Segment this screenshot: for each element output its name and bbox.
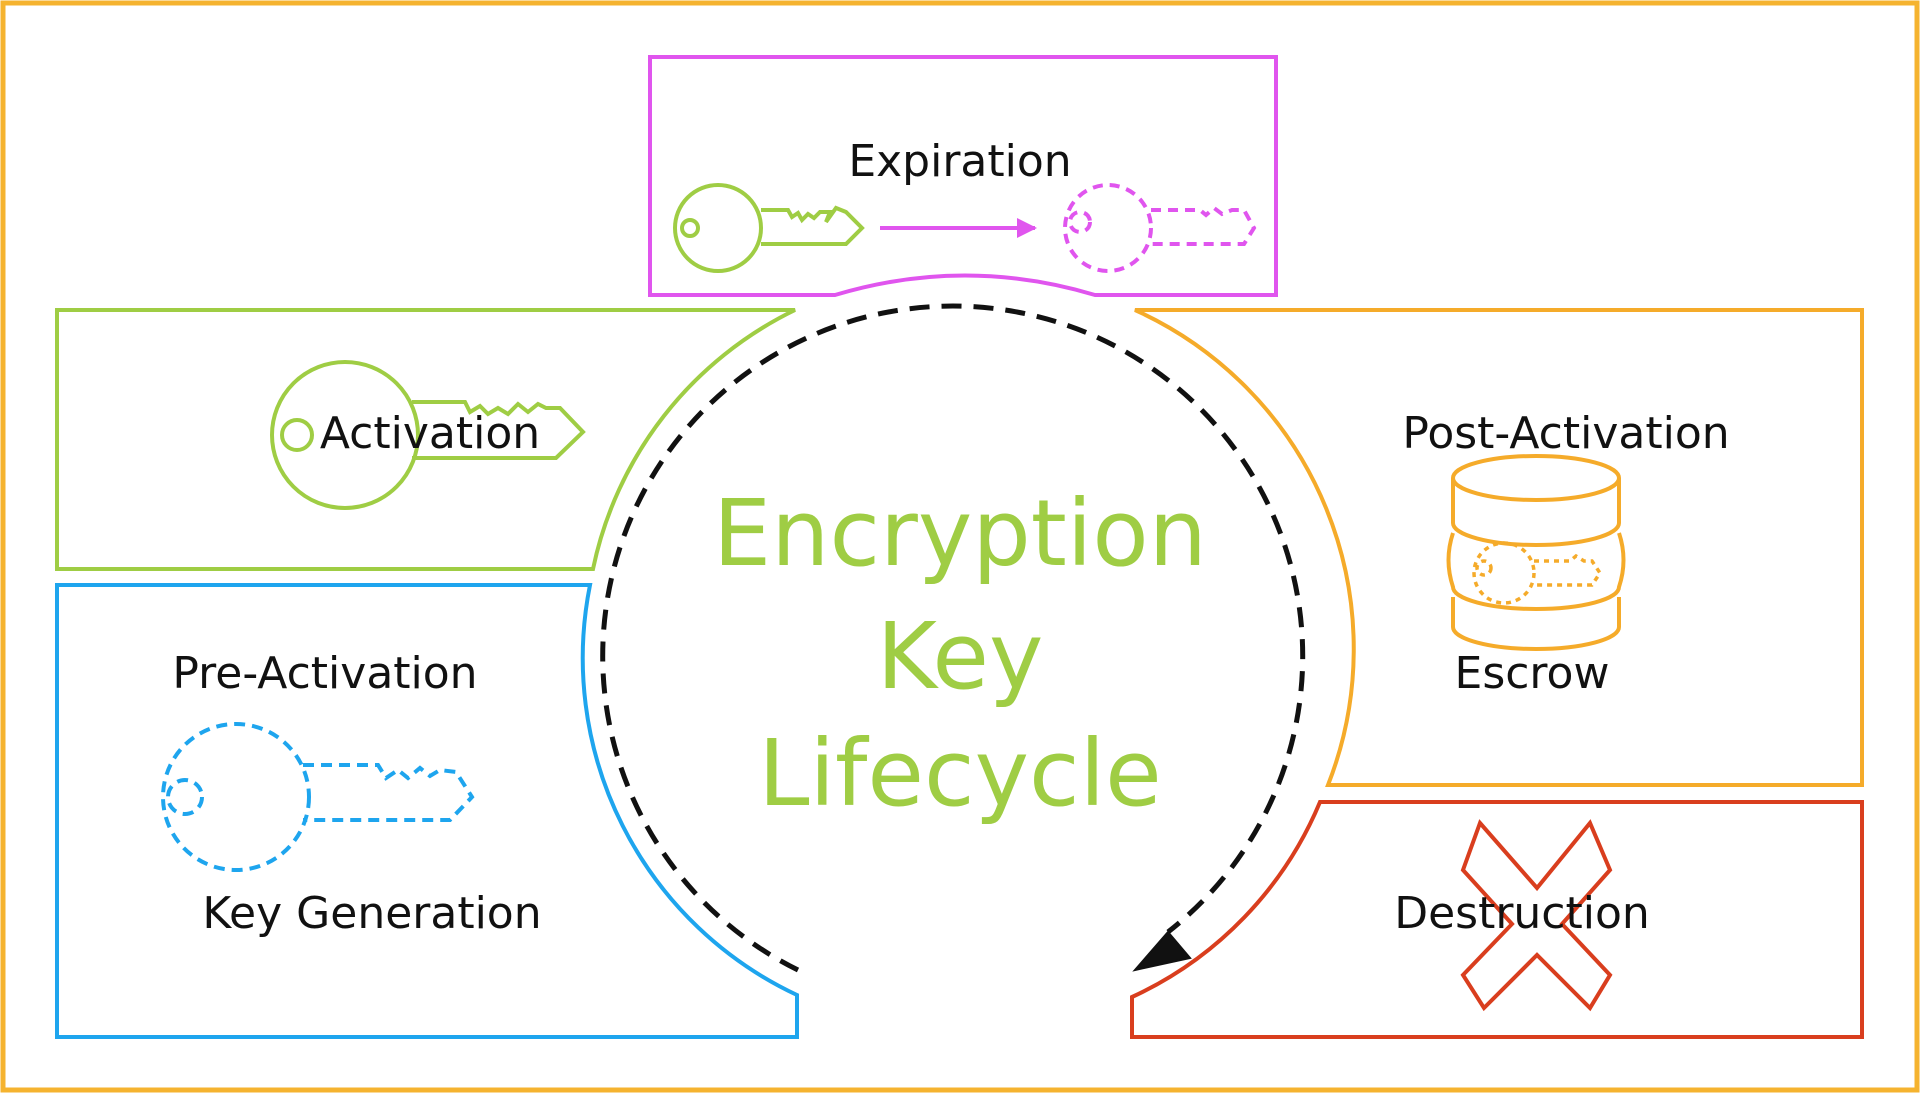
title-line-2: Key [877,603,1044,710]
key-generation-label: Key Generation [202,888,541,939]
dashed-key-icon [161,722,475,872]
activation-label: Activation [320,408,540,459]
database-key-icon [1446,454,1626,651]
escrow-key-icon [1472,541,1603,605]
destruction-label: Destruction [1394,888,1650,939]
title-line-3: Lifecycle [758,720,1162,827]
expiration-label: Expiration [848,136,1071,187]
title-line-1: Encryption [713,480,1207,587]
destruction-panel-border [1130,800,1864,1039]
diagram-title: Encryption Key Lifecycle [713,480,1207,827]
escrow-label: Escrow [1455,648,1610,699]
expiration-panel-border [648,55,1278,297]
cycle-arrowhead-icon [1132,930,1192,972]
destruction-panel: Destruction [1130,800,1864,1039]
pre-activation-panel-border [55,583,799,1039]
pre-activation-panel: Pre-Activation Key Generation [55,583,799,1039]
activation-panel: Activation [55,308,796,571]
key-icon [270,360,586,510]
expiration-panel: Expiration [648,55,1278,297]
key-icon [673,183,865,273]
activation-panel-border [55,308,796,571]
pre-activation-label: Pre-Activation [172,648,477,699]
post-activation-panel-border [1134,308,1864,787]
post-activation-label: Post-Activation [1402,408,1729,459]
expired-key-icon [1063,183,1257,273]
post-activation-panel: Post-Activation Escrow [1134,308,1864,787]
cycle-arrow [600,303,1306,973]
x-mark-icon [1460,819,1613,1012]
